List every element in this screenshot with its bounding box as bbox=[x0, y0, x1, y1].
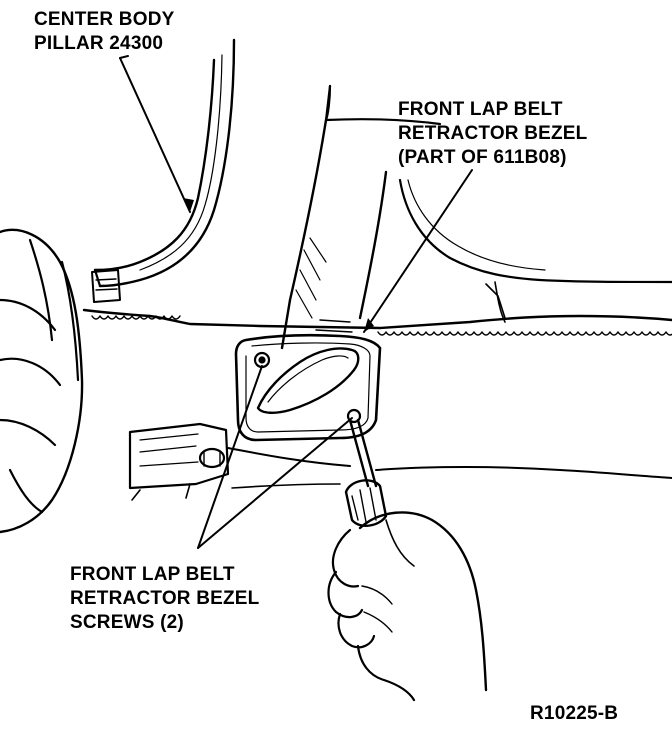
callout-line: CENTER BODY bbox=[34, 9, 175, 30]
floor-panel bbox=[231, 466, 672, 489]
callout-line: FRONT LAP BELT bbox=[70, 564, 235, 585]
screwdriver bbox=[344, 418, 388, 527]
callout-line: RETRACTOR BEZEL bbox=[398, 123, 588, 144]
rear-seat-cushion bbox=[0, 228, 84, 534]
callout-center-body-pillar: CENTER BODY PILLAR 24300 bbox=[34, 8, 175, 56]
leader-lines bbox=[119, 55, 473, 549]
center-body-pillar bbox=[91, 38, 236, 303]
floor-carpet bbox=[82, 178, 672, 336]
figure-reference: R10225-B bbox=[530, 703, 619, 724]
seat-track bbox=[128, 422, 351, 501]
callout-retractor-bezel: FRONT LAP BELT RETRACTOR BEZEL (PART OF … bbox=[398, 98, 587, 170]
arrowheads bbox=[183, 198, 374, 332]
callout-line: RETRACTOR BEZEL bbox=[70, 588, 260, 609]
callout-line: FRONT LAP BELT bbox=[398, 99, 563, 120]
seat-belt-webbing bbox=[280, 84, 442, 350]
callout-line: (PART OF 611B08) bbox=[398, 147, 567, 168]
callout-line: PILLAR 24300 bbox=[34, 33, 164, 54]
retractor-bezel bbox=[234, 333, 382, 442]
callout-line: SCREWS (2) bbox=[70, 612, 184, 633]
hand bbox=[327, 511, 488, 702]
callout-bezel-screws: FRONT LAP BELT RETRACTOR BEZEL SCREWS (2… bbox=[70, 563, 259, 635]
